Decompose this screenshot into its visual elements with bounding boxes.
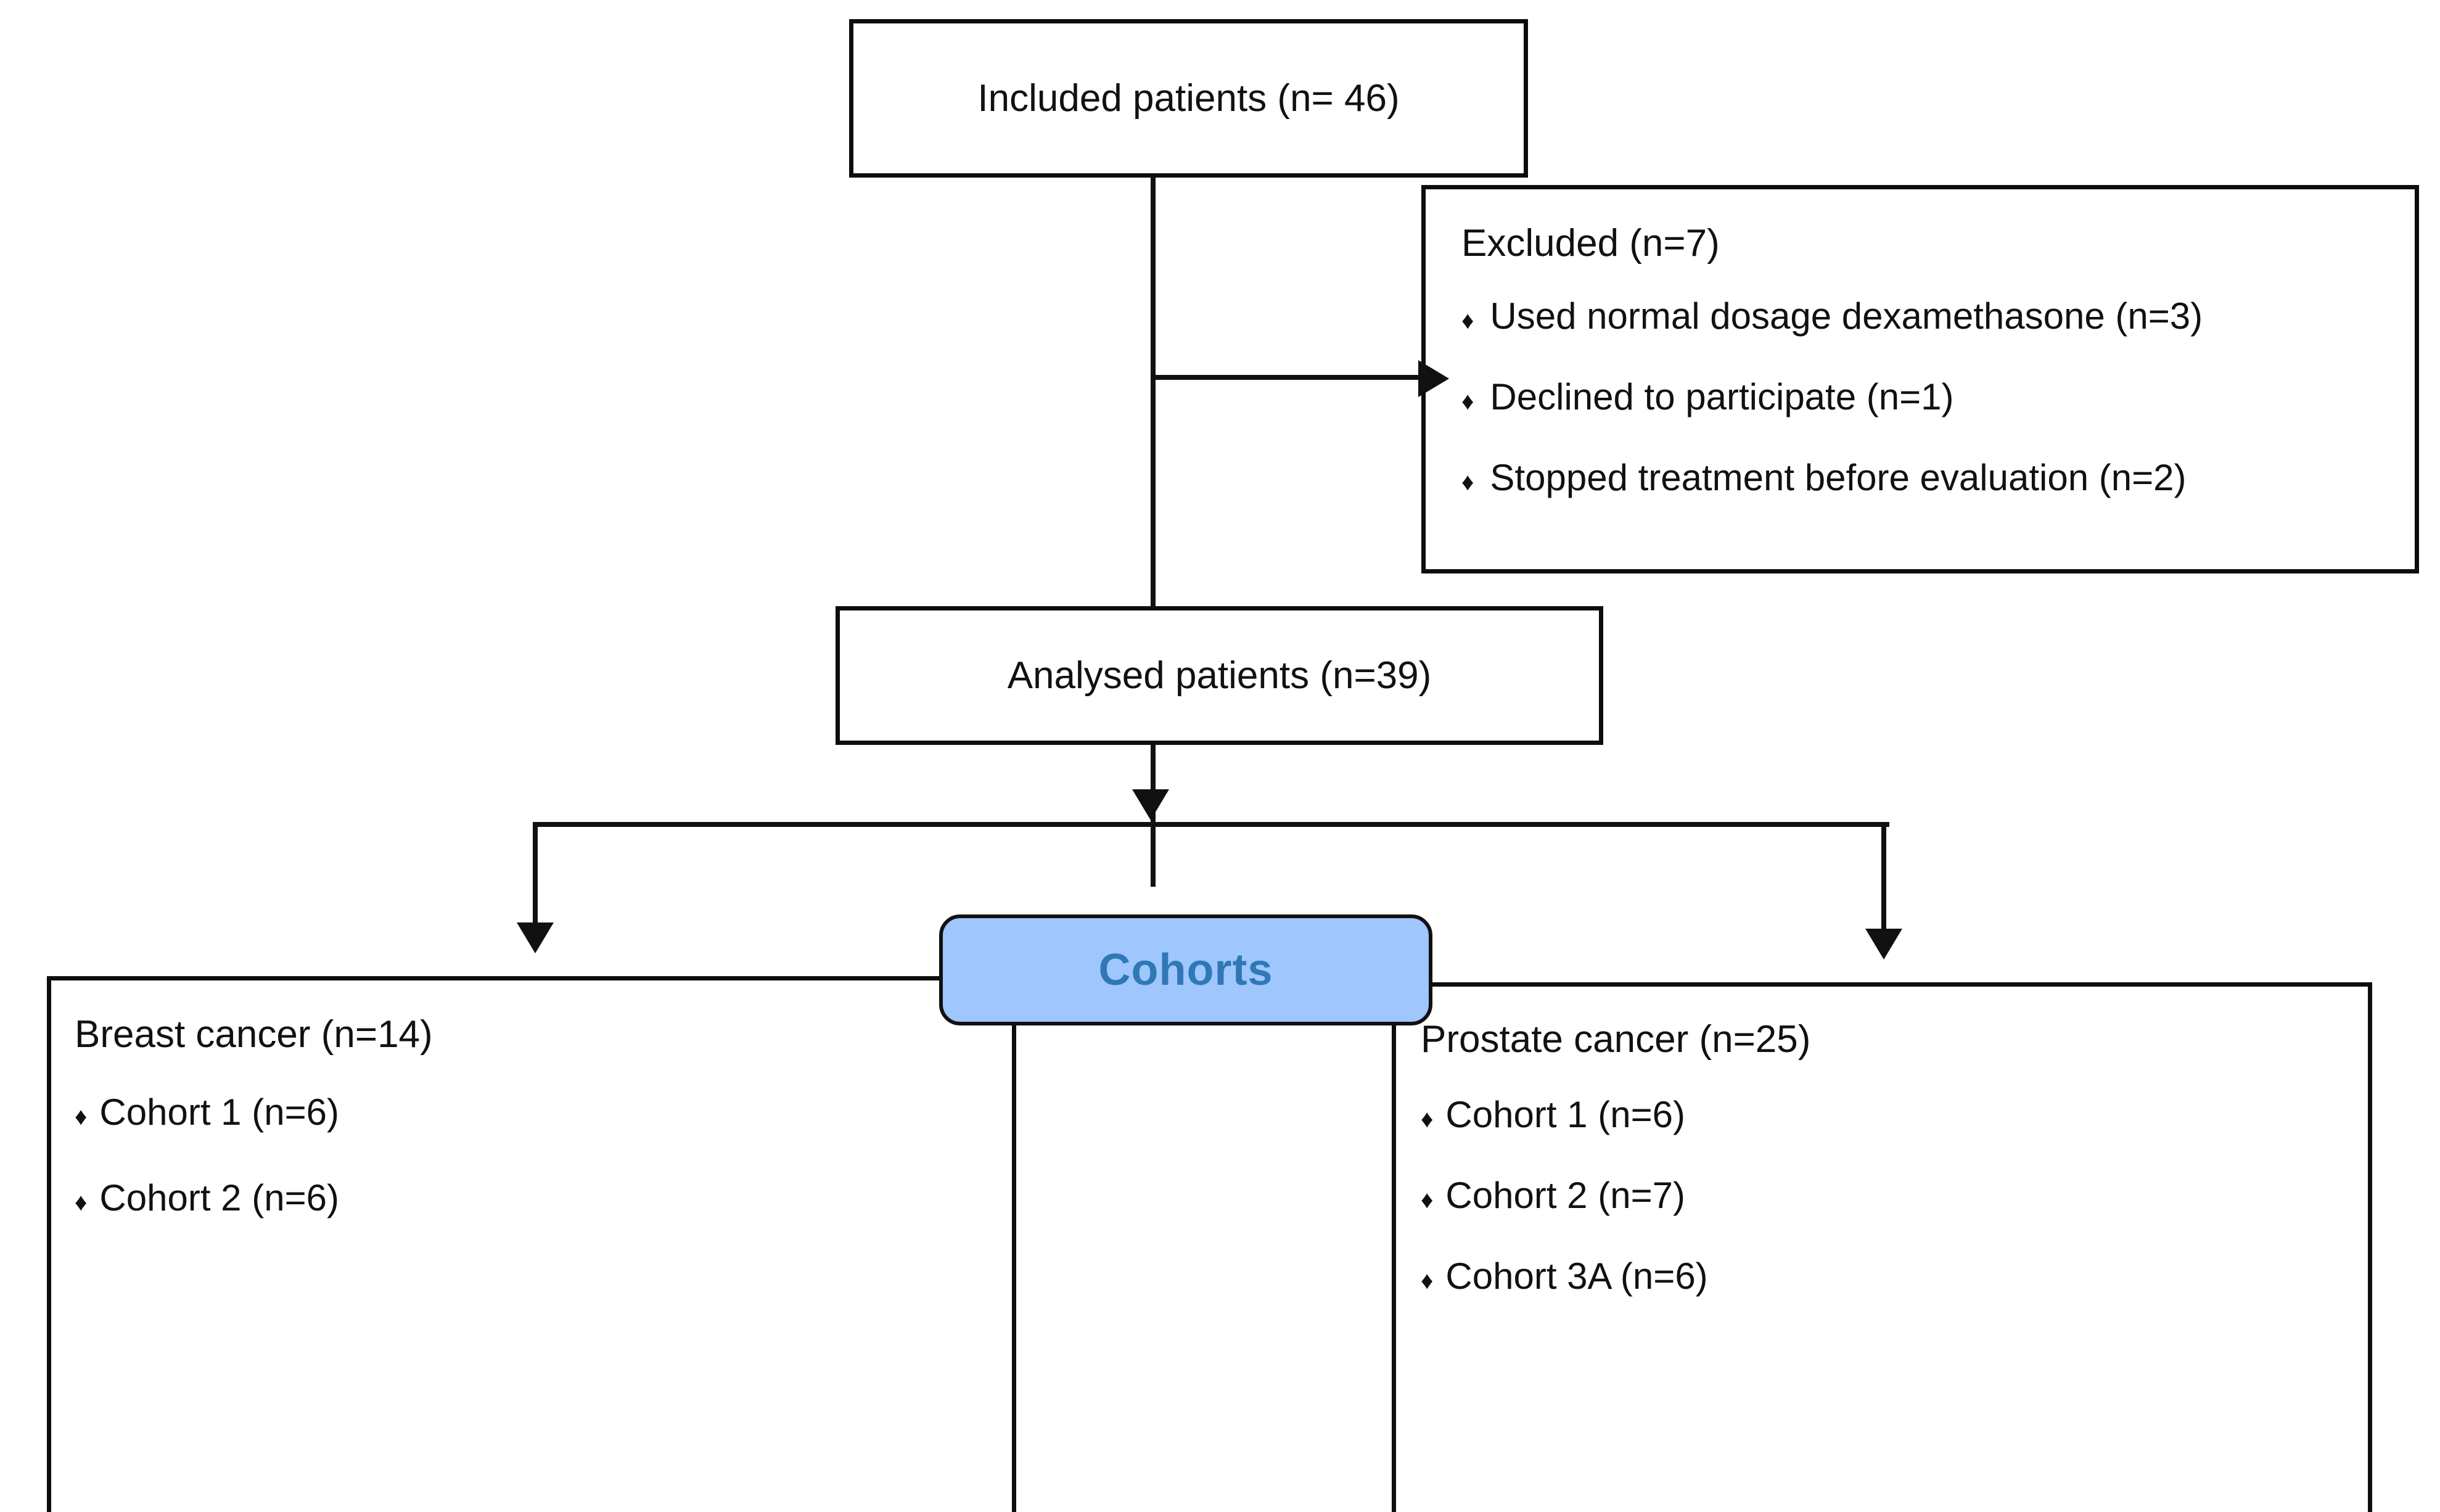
- included-patients-box: Included patients (n= 46): [849, 19, 1528, 178]
- prostate-cohort-2: Cohort 2 (n=7): [1445, 1175, 1685, 1216]
- prostate-cohort-list: ♦ Cohort 1 (n=6) ♦ Cohort 2 (n=7) ♦ Coho…: [1421, 1093, 2349, 1297]
- breast-cohort-list: ♦ Cohort 1 (n=6) ♦ Cohort 2 (n=6): [75, 1091, 993, 1219]
- breast-cohort-1: Cohort 1 (n=6): [99, 1091, 339, 1133]
- excluded-reason-3: Stopped treatment before evaluation (n=2…: [1490, 457, 2187, 498]
- list-item: ♦ Cohort 2 (n=6): [75, 1177, 993, 1219]
- connector-included-to-analysed: [1151, 176, 1156, 608]
- arrowhead-down-analysed: [1132, 789, 1169, 820]
- diamond-bullet-icon: ♦: [75, 1189, 88, 1216]
- excluded-reason-1: Used normal dosage dexamethasone (n=3): [1490, 295, 2203, 337]
- diamond-bullet-icon: ♦: [1421, 1186, 1434, 1214]
- list-item: ♦ Cohort 3A (n=6): [1421, 1255, 2349, 1297]
- diamond-bullet-icon: ♦: [1421, 1267, 1434, 1294]
- prostate-cohort-1: Cohort 1 (n=6): [1445, 1094, 1685, 1135]
- arrowhead-right-excluded: [1418, 360, 1449, 397]
- cohorts-label-pill: Cohorts: [939, 914, 1432, 1025]
- connector-split-to-prostate: [1881, 822, 1886, 951]
- prostate-cohort-3a: Cohort 3A (n=6): [1445, 1255, 1708, 1297]
- list-item: ♦ Cohort 1 (n=6): [1421, 1093, 2349, 1136]
- connector-cohort-split-bar: [533, 822, 1889, 827]
- diamond-bullet-icon: ♦: [75, 1103, 88, 1130]
- arrowhead-down-prostate: [1865, 929, 1902, 959]
- analysed-patients-box: Analysed patients (n=39): [836, 606, 1603, 745]
- list-item: ♦ Cohort 2 (n=7): [1421, 1174, 2349, 1217]
- breast-cohort-2: Cohort 2 (n=6): [99, 1177, 339, 1218]
- list-item: ♦ Cohort 1 (n=6): [75, 1091, 993, 1133]
- arrowhead-down-breast: [517, 922, 554, 953]
- cohorts-pill-label: Cohorts: [1098, 945, 1273, 995]
- included-patients-label: Included patients (n= 46): [977, 76, 1400, 120]
- connector-branch-to-excluded: [1151, 375, 1431, 380]
- prostate-cancer-box: Prostate cancer (n=25) ♦ Cohort 1 (n=6) …: [1392, 982, 2372, 1512]
- excluded-heading: Excluded (n=7): [1461, 222, 1720, 265]
- breast-cancer-box: Breast cancer (n=14) ♦ Cohort 1 (n=6) ♦ …: [47, 976, 1016, 1512]
- diamond-bullet-icon: ♦: [1421, 1106, 1434, 1133]
- diamond-bullet-icon: ♦: [1461, 388, 1474, 415]
- excluded-reason-list: ♦ Used normal dosage dexamethasone (n=3)…: [1461, 295, 2390, 499]
- diamond-bullet-icon: ♦: [1461, 307, 1474, 334]
- excluded-box: Excluded (n=7) ♦ Used normal dosage dexa…: [1421, 185, 2419, 573]
- excluded-reason-2: Declined to participate (n=1): [1490, 376, 1954, 417]
- list-item: ♦ Declined to participate (n=1): [1461, 376, 2390, 418]
- breast-cancer-heading: Breast cancer (n=14): [75, 1013, 433, 1056]
- connector-split-to-breast: [533, 822, 538, 945]
- prostate-cancer-heading: Prostate cancer (n=25): [1421, 1018, 1811, 1061]
- list-item: ♦ Stopped treatment before evaluation (n…: [1461, 456, 2390, 499]
- diamond-bullet-icon: ♦: [1461, 469, 1474, 496]
- list-item: ♦ Used normal dosage dexamethasone (n=3): [1461, 295, 2390, 337]
- analysed-patients-label: Analysed patients (n=39): [1007, 654, 1432, 697]
